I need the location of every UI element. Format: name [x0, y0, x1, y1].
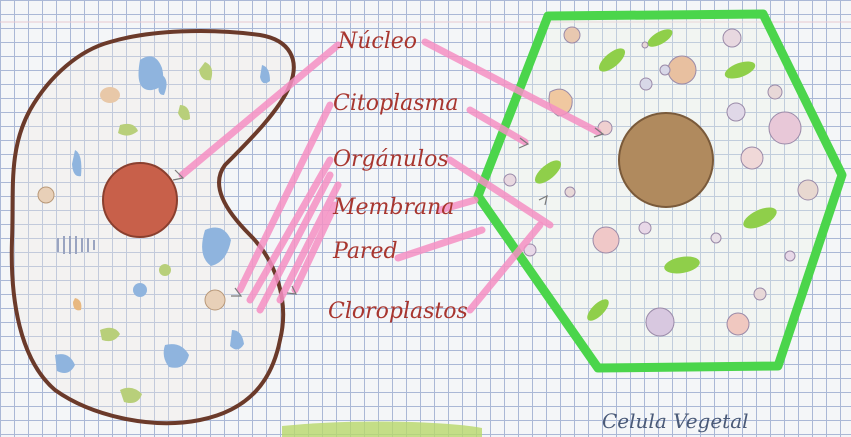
caption-plant-cell: Celula Vegetal	[602, 409, 749, 433]
label-nucleus: Núcleo	[337, 29, 417, 54]
label-wall: Pared	[332, 239, 398, 264]
green-crayon-stroke	[282, 422, 482, 437]
label-chloroplasts: Cloroplastos	[328, 299, 468, 324]
label-cytoplasm: Citoplasma	[333, 91, 458, 116]
label-organelles: Orgánulos	[333, 147, 449, 172]
animal-cell-drawing	[12, 31, 294, 423]
label-membrane: Membrana	[332, 195, 454, 220]
plant-nucleus	[619, 113, 713, 207]
animal-nucleus	[103, 163, 177, 237]
plant-cell-drawing	[478, 14, 842, 368]
